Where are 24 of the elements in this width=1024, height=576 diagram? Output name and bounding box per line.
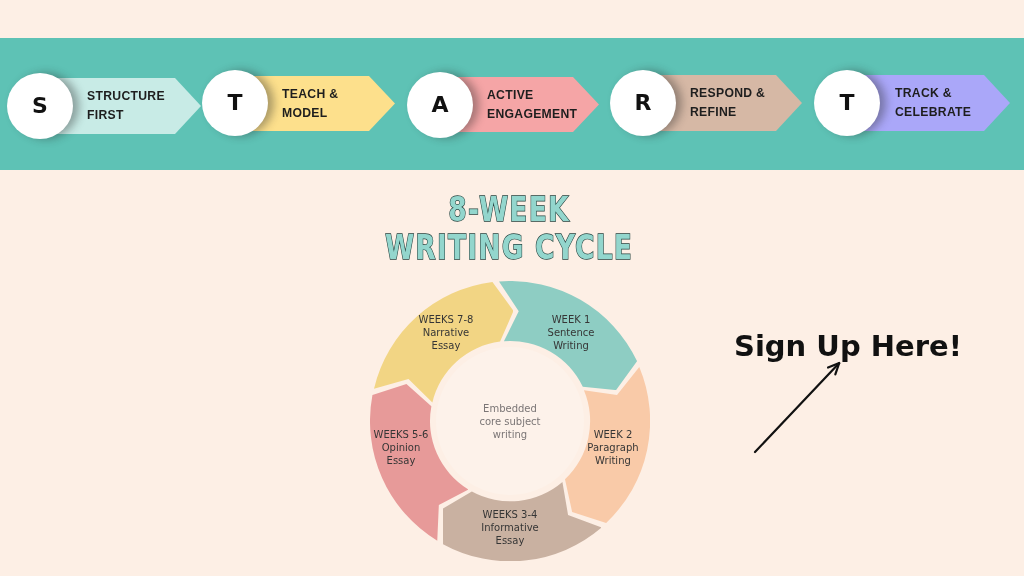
step-letter: T: [839, 92, 855, 114]
step-label: RESPOND & REFINE: [690, 85, 767, 121]
step-letter: S: [32, 95, 48, 117]
sign-up-text: Sign Up Here!: [734, 329, 962, 363]
segment-label: Narrative Essay: [422, 325, 470, 352]
week-heading: WEEK 1: [551, 312, 591, 326]
step-letter: T: [227, 92, 243, 114]
week-heading: WEEKS 5-6: [373, 427, 429, 441]
week-heading: WEEKS 7-8: [418, 312, 474, 326]
step-letter: A: [431, 94, 449, 116]
step-letter: R: [634, 92, 652, 114]
title: 8-WEEK WRITING CYCLE: [383, 190, 635, 266]
step-label: TEACH & MODEL: [282, 85, 340, 122]
arrow: [753, 361, 841, 454]
step-label: STRUCTURE FIRST: [87, 88, 166, 124]
segment-label: Paragraph Writing: [587, 440, 639, 467]
segment-label: Sentence Writing: [547, 325, 595, 352]
week-heading: WEEK 2: [593, 427, 633, 441]
center-label: Embedded core subject writing: [478, 401, 542, 441]
segment-label: Opinion Essay: [381, 440, 421, 467]
segment-label: Informative Essay: [481, 520, 539, 547]
step-label: ACTIVE ENGAGEMENT: [487, 86, 579, 123]
step-label: TRACK & CELEBRATE: [895, 85, 973, 121]
week-heading: WEEKS 3-4: [482, 507, 538, 521]
